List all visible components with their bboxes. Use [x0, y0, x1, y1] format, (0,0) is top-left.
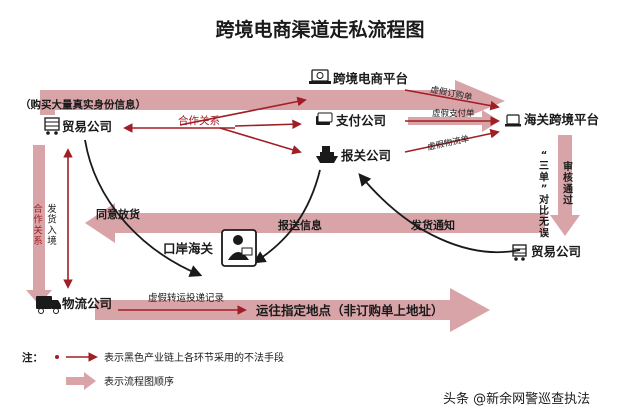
node-customs-broker: 报关公司 — [341, 148, 391, 163]
node-platform: 跨境电商平台 — [333, 71, 408, 86]
label-agree-release: 同意放货 — [96, 207, 140, 221]
node-trade-company-left: 贸易公司 — [62, 119, 112, 134]
label-cooperation: 合作关系 — [178, 114, 220, 127]
flow-arrow-right-down — [550, 135, 580, 236]
flow-arrow-left-down — [26, 145, 52, 305]
label-buy-ids: （购买大量真实身份信息） — [20, 98, 146, 111]
legend-flow-text: 表示流程图顺序 — [104, 375, 174, 388]
curve-trade-to-logistics — [84, 139, 203, 277]
flow-arrow-top — [40, 80, 505, 122]
legend-illegal-text: 表示黑色产业链上各环节采用的不法手段 — [104, 351, 284, 364]
label-review-pass: 审核通过 — [563, 160, 573, 207]
red-arrow-fake-logistics — [404, 128, 500, 153]
diagram-title: 跨境电商渠道走私流程图 — [215, 18, 424, 41]
node-payment: 支付公司 — [335, 113, 386, 128]
curve-broker-to-port — [252, 169, 321, 264]
cart-icon — [512, 244, 527, 261]
node-trade-company-right: 贸易公司 — [531, 244, 581, 259]
label-cooperation-vertical: 合作关系 — [33, 203, 43, 247]
label-three-docs: “三单”对比无误 — [538, 150, 550, 239]
flow-arrow-bottom — [95, 288, 490, 332]
node-port-customs: 口岸海关 — [163, 241, 214, 256]
officer-icon — [221, 229, 257, 267]
red-arrow-to-broker — [219, 127, 302, 155]
legend-flow-arrow — [66, 372, 96, 390]
illegal-arrows — [63, 89, 500, 362]
curve-arrows — [84, 139, 521, 277]
node-customs-platform: 海关跨境平台 — [524, 112, 599, 127]
curve-trade-right-to-broker — [358, 173, 521, 254]
ship-icon — [316, 146, 338, 163]
label-fake-transfer: 虚假转运投递记录 — [148, 292, 225, 304]
label-deliver-address: 运往指定地点（非订购单上地址） — [256, 303, 444, 318]
legend-dot-icons — [55, 355, 59, 359]
node-logistics: 物流公司 — [62, 296, 112, 311]
label-fake-logistics: 虚假物流单 — [426, 133, 470, 153]
cart-icon — [44, 117, 60, 135]
red-arrow-fake-order — [404, 89, 500, 111]
red-arrow-to-platform — [179, 96, 307, 126]
card-icon — [316, 112, 333, 125]
label-fake-payment: 虚假支付单 — [432, 108, 475, 119]
red-arrow-to-payment — [234, 119, 302, 130]
label-report-info: 报送信息 — [278, 218, 322, 232]
label-ship-notice: 发货通知 — [410, 218, 455, 232]
laptop-icon — [309, 69, 331, 84]
laptop-icon — [505, 114, 521, 127]
watermark: 头条 @新余网警巡查执法 — [443, 391, 590, 407]
truck-icon — [36, 296, 61, 314]
label-ship-entry: 发货入境 — [47, 203, 57, 247]
legend-note: 注： — [22, 351, 43, 364]
